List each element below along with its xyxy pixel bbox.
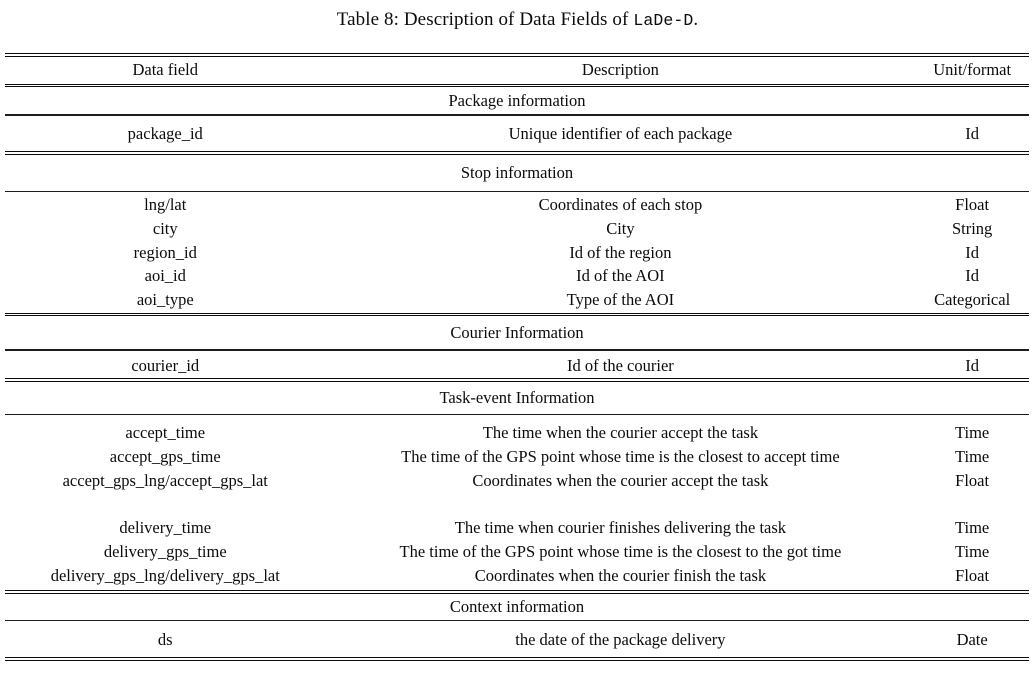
description-cell: Type of the AOI (566, 290, 675, 310)
description-cell: Coordinates of each stop (538, 195, 703, 215)
unit-cell: Float (955, 195, 990, 215)
field-cell: city (152, 218, 178, 238)
description-cell: Id of the AOI (576, 266, 665, 286)
section-rows-stop: lng/lat Coordinates of each stop Float c… (5, 192, 1029, 313)
table-row: aoi_type Type of the AOI Categorical (5, 288, 1029, 312)
section-header-courier: Courier Information (450, 322, 584, 342)
field-cell: delivery_gps_lng/delivery_gps_lat (50, 565, 280, 585)
unit-cell: Time (955, 447, 990, 467)
unit-cell: Id (965, 123, 980, 143)
header-row: Data field Description Unit/format (5, 57, 1029, 84)
field-cell: aoi_type (136, 290, 194, 310)
section-header-task-event: Task-event Information (439, 388, 595, 408)
field-cell: delivery_time (119, 518, 212, 538)
field-cell: package_id (127, 123, 203, 143)
column-header-description: Description (581, 59, 659, 79)
description-cell: The time of the GPS point whose time is … (401, 447, 840, 467)
description-cell: the date of the package delivery (515, 630, 726, 650)
unit-cell: Float (955, 470, 990, 490)
description-cell: The time of the GPS point whose time is … (399, 541, 842, 561)
table-row: accept_gps_time The time of the GPS poin… (5, 445, 1029, 469)
bottom-rule (5, 657, 1029, 661)
unit-cell: Categorical (934, 290, 1011, 310)
table-row: accept_time The time when the courier ac… (5, 421, 1029, 445)
section-header-context: Context information (449, 596, 585, 616)
section-rows-task-event: accept_time The time when the courier ac… (5, 415, 1029, 590)
field-cell: ds (157, 630, 173, 650)
table-row: accept_gps_lng/accept_gps_lat Coordinate… (5, 469, 1029, 493)
section-rows-context: ds the date of the package delivery Date (5, 621, 1029, 657)
table-row: delivery_gps_time The time of the GPS po… (5, 540, 1029, 564)
unit-cell: Time (955, 541, 990, 561)
field-cell: accept_gps_time (109, 447, 221, 467)
section-rows-package: package_id Unique identifier of each pac… (5, 116, 1029, 152)
description-cell: Coordinates when the courier accept the … (472, 470, 769, 490)
data-fields-table: Data field Description Unit/format Packa… (5, 53, 1029, 661)
section-separator-rule (5, 590, 1029, 594)
section-rule (5, 114, 1029, 116)
section-separator-rule (5, 151, 1029, 155)
caption-text: Table 8: Description of Data Fields of (336, 9, 629, 30)
unit-cell: Id (965, 266, 980, 286)
section-separator-rule (5, 378, 1029, 383)
unit-cell: Time (955, 518, 990, 538)
field-cell: region_id (133, 242, 197, 262)
field-cell: accept_gps_lng/accept_gps_lat (62, 470, 268, 490)
row-group-spacer (5, 493, 1029, 517)
description-cell: Id of the courier (567, 355, 674, 375)
description-cell: The time when courier finishes deliverin… (454, 518, 787, 538)
section-header-stop: Stop information (460, 162, 574, 182)
description-cell: Unique identifier of each package (508, 123, 733, 143)
description-cell: Id of the region (569, 242, 672, 262)
table-row: region_id Id of the region Id (5, 241, 1029, 265)
unit-cell: Id (965, 355, 980, 375)
header-bottom-rule (5, 83, 1029, 88)
field-cell: aoi_id (144, 266, 186, 286)
caption-period: . (693, 9, 699, 30)
unit-cell: String (951, 218, 993, 238)
field-cell: lng/lat (144, 195, 187, 215)
section-rule (5, 414, 1029, 416)
top-rule (5, 53, 1029, 57)
table-row: delivery_time The time when courier fini… (5, 516, 1029, 540)
unit-cell: Id (965, 242, 980, 262)
table-row: delivery_gps_lng/delivery_gps_lat Coordi… (5, 564, 1029, 588)
description-cell: Coordinates when the courier finish the … (474, 565, 767, 585)
section-rule (5, 349, 1029, 351)
section-separator-rule (5, 312, 1029, 317)
description-cell: City (606, 218, 635, 238)
section-rows-courier: courier_id Id of the courier Id (5, 351, 1029, 379)
table-row: aoi_id Id of the AOI Id (5, 264, 1029, 288)
unit-cell: Time (955, 423, 990, 443)
section-rule (5, 190, 1029, 193)
table-row: lng/lat Coordinates of each stop Float (5, 193, 1029, 217)
field-cell: accept_time (125, 423, 206, 443)
table-caption: Table 8: Description of Data Fields of L… (0, 0, 1035, 40)
unit-cell: Date (956, 630, 988, 650)
field-cell: delivery_gps_time (103, 541, 227, 561)
field-cell: courier_id (131, 355, 200, 375)
unit-cell: Float (955, 565, 990, 585)
section-header-package: Package information (448, 90, 586, 110)
description-cell: The time when the courier accept the tas… (482, 423, 759, 443)
table-row: city City String (5, 217, 1029, 241)
column-header-unit: Unit/format (933, 59, 1012, 79)
caption-dataset-code: LaDe-D (633, 10, 694, 30)
section-rule (5, 619, 1029, 622)
column-header-field: Data field (132, 59, 198, 79)
